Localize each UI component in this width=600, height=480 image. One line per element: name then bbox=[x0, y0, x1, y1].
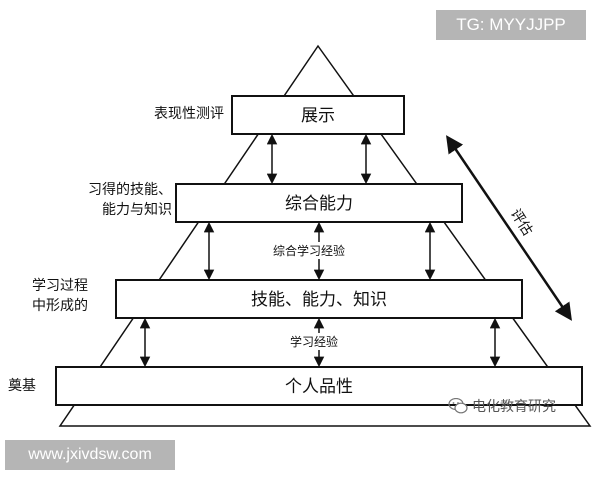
side-label-performance-assessment: 表现性测评 bbox=[154, 106, 224, 122]
side-label-acquired-skills: 习得的技能、 能力与知识 bbox=[88, 182, 172, 218]
layer-box-character bbox=[55, 366, 583, 406]
watermark-bottom-left: www.jxivdsw.com bbox=[5, 440, 175, 470]
wechat-icon bbox=[448, 398, 468, 414]
evaluation-arrow bbox=[446, 135, 572, 321]
wechat-account-name: 电化教育研究 bbox=[472, 399, 556, 415]
layer-box-comprehensive bbox=[175, 183, 463, 223]
connector-label-learning-experience: 学习经验 bbox=[288, 333, 341, 350]
layer-label-skills: 技能、能力、知识 bbox=[251, 290, 387, 310]
side-label-learning-process: 学习过程 中形成的 bbox=[32, 278, 88, 314]
layer-label-character: 个人品性 bbox=[285, 377, 353, 397]
layer-label-comprehensive: 综合能力 bbox=[285, 194, 353, 214]
layer-box-display bbox=[231, 95, 405, 135]
watermark-top-right: TG: MYYJJPP bbox=[436, 10, 586, 40]
layer-label-display: 展示 bbox=[301, 106, 335, 126]
connector-label-comprehensive-learning: 综合学习经验 bbox=[271, 242, 348, 259]
side-label-foundation: 奠基 bbox=[8, 378, 36, 394]
wechat-watermark: 电化教育研究 bbox=[448, 396, 556, 416]
